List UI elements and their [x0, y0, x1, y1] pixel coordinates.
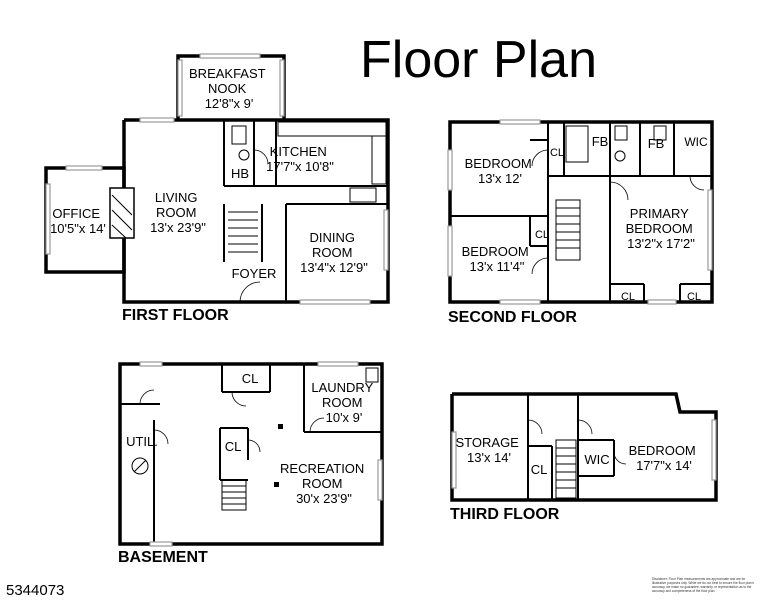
second-floor-plan: [447, 119, 714, 305]
listing-number: 5344073: [6, 582, 64, 599]
basement-outer-walls: [118, 362, 384, 546]
laundry-room-label: LAUNDRY ROOM 10'x 9': [311, 380, 376, 425]
closet-b-label: CL: [535, 229, 549, 241]
bedroom-2-label: BEDROOM 13'x 11'4": [462, 244, 533, 274]
basement-closet-label: CL: [242, 371, 259, 386]
foyer-label: FOYER: [232, 266, 277, 281]
closet-c-label: CL: [621, 291, 635, 303]
recreation-room-label: RECREATION ROOM 30'x 23'9": [280, 461, 368, 506]
disclaimer-line-1: Disclaimer: Floor Plan measurements are …: [652, 577, 746, 581]
primary-bedroom-label: PRIMARY BEDROOM 13'2"x 17'2": [626, 206, 697, 251]
second-floor-label: SECOND FLOOR: [448, 309, 577, 326]
bedroom-1-label: BEDROOM 13'x 12': [465, 156, 536, 186]
first-floor-room-labels: BREAKFAST NOOK 12'8"x 9' KITCHEN 17'7"x …: [50, 66, 368, 281]
third-floor-outer-walls: [450, 392, 718, 502]
breakfast-nook-label: BREAKFAST NOOK 12'8"x 9': [189, 66, 269, 111]
first-floor-outer-walls: [122, 118, 390, 304]
third-floor-bedroom-label: BEDROOM 17'7"x 14': [629, 443, 700, 473]
half-bath-label: HB: [231, 166, 249, 181]
kitchen-label: KITCHEN 17'7"x 10'8": [266, 144, 334, 174]
full-bath-1-label: FB: [592, 134, 609, 149]
third-floor-closet-label: CL: [531, 462, 548, 477]
disclaimer-line-3: accuracy, we make no guarantee, warranty…: [652, 585, 752, 589]
third-floor-room-labels: STORAGE 13'x 14' CL WIC BEDROOM 17'7"x 1…: [456, 435, 700, 477]
full-bath-2-label: FB: [648, 136, 665, 151]
utility-room-label: UTIL.: [126, 434, 158, 449]
third-floor-walk-in-closet-label: WIC: [584, 452, 609, 467]
disclaimer-line-2: illustrative purposes only. While we do …: [652, 581, 754, 585]
basement-label: BASEMENT: [118, 549, 208, 566]
walk-in-closet-label: WIC: [684, 135, 708, 149]
third-floor-label: THIRD FLOOR: [450, 506, 560, 523]
dining-room-label: DINING ROOM 13'4"x 12'9": [300, 230, 368, 275]
basement-plan: [118, 361, 384, 547]
first-floor-label: FIRST FLOOR: [122, 307, 229, 324]
first-floor-plan: [44, 53, 390, 305]
living-room-label: LIVING ROOM 13'x 23'9": [150, 190, 206, 235]
basement-room-labels: CL LAUNDRY ROOM 10'x 9' UTIL. CL RECREAT…: [126, 371, 376, 506]
page-title: Floor Plan: [360, 31, 597, 89]
storage-label: STORAGE 13'x 14': [456, 435, 523, 465]
disclaimer-block: Disclaimer: Floor Plan measurements are …: [652, 577, 754, 593]
closet-a-label: CL: [550, 147, 564, 159]
basement-closet-2-label: CL: [225, 439, 242, 454]
closet-d-label: CL: [687, 291, 701, 303]
office-label: OFFICE 10'5"x 14': [50, 206, 106, 236]
second-floor-room-labels: BEDROOM 13'x 12' BEDROOM 13'x 11'4" PRIM…: [462, 134, 708, 303]
disclaimer-line-4: accuracy and completeness of the floor p…: [652, 589, 715, 593]
third-floor-plan: [450, 392, 718, 502]
